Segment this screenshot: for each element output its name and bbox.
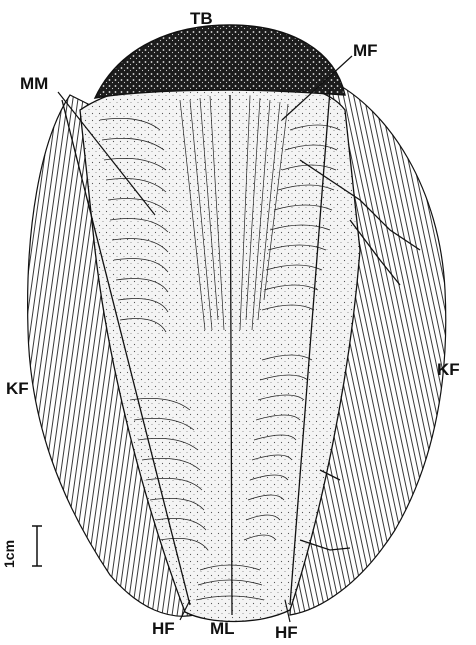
label-tb: TB [190, 10, 213, 27]
label-hf-left: HF [152, 620, 175, 637]
scale-bar [32, 526, 42, 566]
label-mf: MF [353, 42, 378, 59]
label-ml: ML [210, 620, 235, 637]
scale-label: 1cm [2, 540, 16, 568]
label-mm: MM [20, 75, 48, 92]
top-bulge [95, 25, 345, 98]
label-hf-right: HF [275, 624, 298, 641]
label-kf-left: KF [6, 380, 29, 397]
label-kf-right: KF [437, 361, 460, 378]
